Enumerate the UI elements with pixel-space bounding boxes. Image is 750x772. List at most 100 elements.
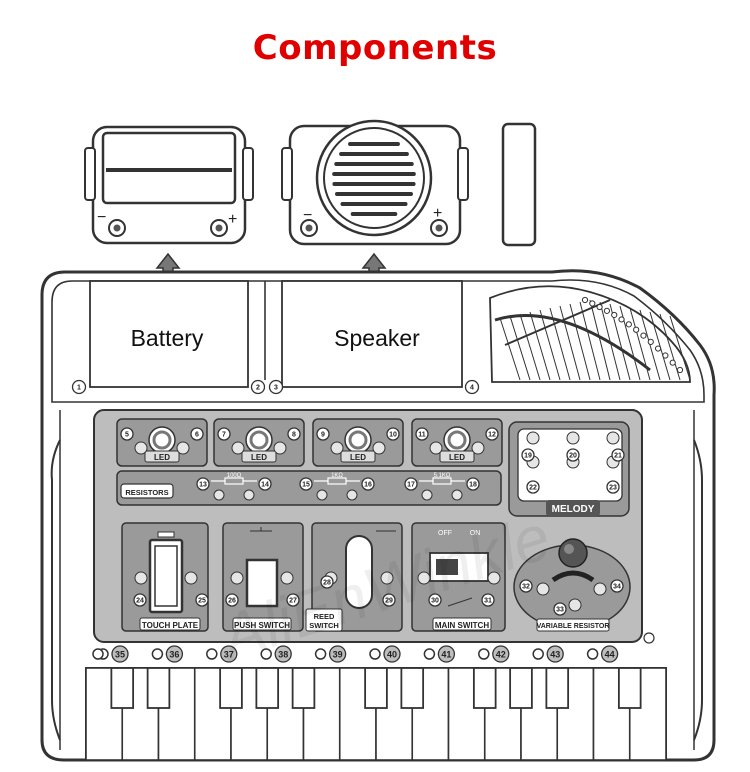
push-switch-terminal-26-number: 26 (228, 598, 236, 605)
push-switch-terminal-27[interactable]: 27 (286, 593, 300, 607)
piano-harp-icon (489, 285, 691, 383)
variable-resistor-knob[interactable] (558, 538, 588, 568)
melody-terminal-20-number: 20 (569, 453, 577, 460)
resistor-terminal-18[interactable]: 18 (466, 477, 480, 491)
bottom-terminal-39[interactable]: 39 (314, 645, 347, 663)
slot-marker-1[interactable]: 1 (71, 379, 87, 395)
resistor-terminal-13[interactable]: 13 (196, 477, 210, 491)
reed-switch-label-line1: REED (314, 612, 335, 621)
resistor-terminal-13-number: 13 (199, 482, 207, 489)
led-terminal-5-number: 5 (125, 432, 129, 439)
main-switch-terminal-30[interactable]: 30 (428, 593, 442, 607)
slot-marker-2[interactable]: 2 (250, 379, 266, 395)
bottom-terminal-number: 37 (224, 650, 234, 660)
black-key[interactable] (146, 667, 171, 709)
melody-label: MELODY (552, 504, 595, 515)
slot-marker-2-number: 2 (256, 385, 260, 392)
led-terminal-6[interactable]: 6 (190, 427, 204, 441)
led-terminal-10-number: 10 (389, 432, 397, 439)
touch-plate-terminal-24-number: 24 (136, 598, 144, 605)
resistor-terminal-17[interactable]: 17 (404, 477, 418, 491)
black-key[interactable] (617, 667, 642, 709)
black-key[interactable] (472, 667, 497, 709)
speaker-minus-label: − (303, 207, 312, 224)
variable-resistor-terminal-33[interactable]: 33 (553, 602, 567, 616)
bottom-terminal-37[interactable]: 37 (206, 645, 238, 663)
cover-piece (501, 122, 537, 247)
push-switch-terminal-26[interactable]: 26 (225, 593, 239, 607)
resistor-1: 13 14 100Ω (196, 473, 272, 501)
resistor-value-3: 5.1KΩ (434, 473, 451, 479)
melody-terminal-23[interactable]: 23 (606, 480, 620, 494)
melody-module: MELODY 19 20 21 22 23 (508, 421, 630, 517)
bottom-terminal-number: 38 (278, 650, 288, 660)
black-key[interactable] (110, 667, 135, 709)
bottom-terminal-number: 39 (333, 650, 343, 660)
variable-resistor-terminal-32[interactable]: 32 (519, 579, 533, 593)
led-terminal-12[interactable]: 12 (485, 427, 499, 441)
main-switch-terminal-31[interactable]: 31 (481, 593, 495, 607)
bottom-terminal-41[interactable]: 41 (423, 645, 456, 663)
bottom-terminal-43[interactable]: 43 (532, 645, 564, 663)
bottom-terminal-number: 40 (387, 650, 397, 660)
resistor-terminal-14[interactable]: 14 (258, 477, 272, 491)
black-key[interactable] (509, 667, 533, 709)
touch-plate-terminal-25[interactable]: 25 (195, 593, 209, 607)
led-terminal-8[interactable]: 8 (287, 427, 301, 441)
led-terminal-9-number: 9 (321, 432, 325, 439)
speaker-plus-label: + (433, 205, 442, 222)
battery-label: Battery (131, 325, 204, 351)
black-key[interactable] (364, 667, 388, 709)
resistor-terminal-18-number: 18 (469, 482, 477, 489)
melody-terminal-22[interactable]: 22 (526, 480, 540, 494)
resistor-terminal-15[interactable]: 15 (299, 477, 313, 491)
slot-marker-4[interactable]: 4 (464, 379, 480, 395)
speaker-module: − + (281, 119, 469, 246)
battery-plus-label: + (228, 211, 237, 228)
speaker-slot (281, 280, 463, 388)
bottom-terminal-38[interactable]: 38 (260, 645, 292, 663)
reed-switch-terminal-29[interactable]: 29 (382, 593, 396, 607)
slot-marker-3[interactable]: 3 (268, 379, 284, 395)
black-key[interactable] (400, 667, 425, 709)
bottom-terminal-number: 44 (605, 650, 615, 660)
led-terminal-9[interactable]: 9 (316, 427, 330, 441)
bottom-terminal-number: 41 (441, 650, 451, 660)
reed-switch-terminal-28[interactable]: 28 (320, 575, 334, 589)
bottom-terminal-36[interactable]: 36 (151, 645, 184, 663)
led-label: LED (350, 453, 366, 462)
bottom-terminal-40[interactable]: 40 (369, 645, 401, 663)
touch-plate-terminal-24[interactable]: 24 (133, 593, 147, 607)
black-key[interactable] (545, 667, 570, 709)
resistor-3: 17 18 5.1KΩ (404, 473, 480, 501)
reed-switch-label-line2: SWITCH (309, 621, 339, 630)
reed-switch-terminal-28-number: 28 (323, 580, 331, 587)
resistor-terminal-16[interactable]: 16 (361, 477, 375, 491)
led-terminal-8-number: 8 (292, 432, 296, 439)
page-title: Components (252, 28, 498, 68)
melody-terminal-19[interactable]: 19 (521, 448, 535, 462)
push-switch-terminal-27-number: 27 (289, 598, 297, 605)
variable-resistor-terminal-34[interactable]: 34 (610, 579, 624, 593)
led-terminal-7[interactable]: 7 (217, 427, 231, 441)
led-terminal-10[interactable]: 10 (386, 427, 400, 441)
resistor-terminal-17-number: 17 (407, 482, 415, 489)
bottom-terminal-44[interactable]: 44 (586, 645, 619, 663)
resistor-value-1: 100Ω (227, 473, 242, 479)
black-key[interactable] (219, 667, 243, 709)
bottom-terminal-42[interactable]: 42 (478, 645, 510, 663)
slot-marker-3-number: 3 (274, 385, 278, 392)
led-terminal-11[interactable]: 11 (415, 427, 429, 441)
variable-resistor-terminal-32-number: 32 (522, 584, 530, 591)
resistor-value-2: 1KΩ (331, 473, 343, 479)
main-switch-terminal-31-number: 31 (484, 598, 492, 605)
slot-marker-1-number: 1 (77, 385, 81, 392)
melody-terminal-20[interactable]: 20 (566, 448, 580, 462)
black-key[interactable] (255, 667, 280, 709)
melody-terminal-21[interactable]: 21 (611, 448, 625, 462)
led-terminal-5[interactable]: 5 (120, 427, 134, 441)
black-key[interactable] (291, 667, 316, 709)
